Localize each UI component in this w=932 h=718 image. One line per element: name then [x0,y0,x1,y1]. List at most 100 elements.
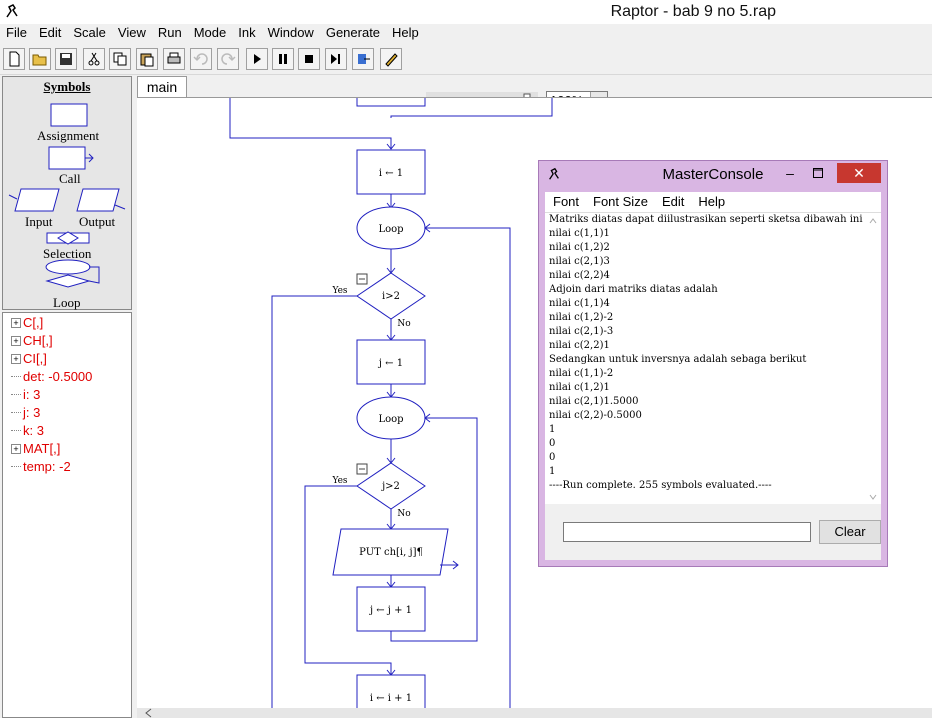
menu-view[interactable]: View [117,25,146,40]
variable-item[interactable]: det: -0.5000 [11,369,92,387]
assign-i-text: i ← 1 [379,168,403,179]
console-menu-help[interactable]: Help [698,194,726,209]
menu-help[interactable]: Help [392,25,419,40]
scroll-left-icon[interactable] [143,708,155,718]
symbols-panel: Symbols Assignment Call Input Output Sel… [2,76,132,310]
console-line: nilai c(1,2)2 [549,242,610,253]
stop-icon[interactable] [298,48,320,70]
variable-item[interactable]: +C[,] [11,315,43,333]
inc-i-block[interactable] [356,674,426,711]
undo-icon[interactable] [190,48,212,70]
redo-icon[interactable] [217,48,239,70]
no2-label: No [397,509,410,519]
tree-connector [11,376,21,377]
expand-icon[interactable]: + [11,318,21,328]
console-line: nilai c(2,2)-0.5000 [549,410,642,421]
raptor-app-icon [6,4,18,18]
play-icon[interactable] [246,48,268,70]
variable-item[interactable]: +CH[,] [11,333,53,351]
console-menu-bar: Font Font Size Edit Help [545,192,881,212]
console-menu-edit[interactable]: Edit [661,194,685,209]
expand-icon[interactable]: + [11,444,21,454]
title-bar: Raptor - bab 9 no 5.rap [0,0,932,24]
console-line: nilai c(1,1)-2 [549,368,614,379]
tab-bar: main [137,76,932,98]
assignment-symbol-icon[interactable] [50,103,88,127]
horizontal-scrollbar[interactable] [137,708,932,718]
menu-window[interactable]: Window [267,25,314,40]
console-command-input[interactable] [563,522,811,542]
save-icon[interactable] [55,48,77,70]
collapse2-icon[interactable] [356,463,368,475]
open-folder-icon[interactable] [29,48,51,70]
output-block[interactable] [332,528,449,576]
expand-icon[interactable]: + [11,354,21,364]
output-label: Output [79,214,116,229]
toolbar: 100% [0,44,932,112]
close-icon[interactable]: ✕ [837,163,881,183]
pen-ink-icon[interactable] [380,48,402,70]
cond2-text: j>2 [381,481,400,492]
menu-mode[interactable]: Mode [193,25,227,40]
minimize-icon[interactable]: – [786,165,794,181]
assign-j-block[interactable] [356,339,426,385]
console-line: nilai c(1,1)4 [549,298,610,309]
console-menu-font-size[interactable]: Font Size [593,194,648,209]
breakpoint-icon[interactable] [352,48,374,70]
expand-icon[interactable]: + [11,336,21,346]
input-symbol-icon[interactable] [14,188,60,212]
console-line: nilai c(2,2)4 [549,270,610,281]
maximize-icon[interactable] [807,163,829,183]
console-line: 0 [549,438,556,449]
loop-label: Loop [53,295,81,310]
output-text: PUT ch[i, j]¶ [359,547,423,558]
variable-item[interactable]: +MAT[,] [11,441,60,459]
pause-icon[interactable] [272,48,294,70]
output-symbol-icon[interactable] [76,188,120,212]
menu-edit[interactable]: Edit [38,25,62,40]
variable-item[interactable]: j: 3 [11,405,40,423]
call-symbol-icon[interactable] [48,146,86,170]
variable-text: C[,] [23,315,44,330]
menu-file[interactable]: File [6,25,27,40]
console-line: 0 [549,452,556,463]
menu-ink[interactable]: Ink [238,25,256,40]
assign-i-block[interactable] [356,149,426,195]
console-line: nilai c(2,2)1 [549,340,610,351]
variable-item[interactable]: i: 3 [11,387,40,405]
loop-symbol-icon[interactable] [45,259,91,275]
console-input-area: Clear [545,504,881,560]
collapse1-icon[interactable] [356,273,368,285]
console-line: Sedangkan untuk inversnya adalah sebaga … [549,354,807,365]
console-line: nilai c(2,1)3 [549,256,610,267]
inc-j-block[interactable] [356,586,426,632]
console-output[interactable]: Matriks diatas dapat diilustrasikan sepe… [545,212,881,505]
inc-i-text: i ← i + 1 [370,693,412,704]
variable-text: CH[,] [23,333,53,348]
console-menu-font[interactable]: Font [553,194,580,209]
variable-text: k: 3 [23,423,44,438]
cut-icon[interactable] [83,48,105,70]
variable-item[interactable]: +CI[,] [11,351,47,369]
copy-icon[interactable] [109,48,131,70]
tree-connector [11,466,21,467]
yes2-label: Yes [331,476,347,486]
variable-item[interactable]: temp: -2 [11,459,71,477]
menu-generate[interactable]: Generate [325,25,381,40]
print-icon[interactable] [163,48,185,70]
menu-run[interactable]: Run [157,25,182,40]
tab-main[interactable]: main [137,76,187,98]
step-icon[interactable] [325,48,347,70]
console-scrollbar[interactable] [865,213,881,505]
call-label: Call [59,171,81,186]
variable-item[interactable]: k: 3 [11,423,44,441]
clear-button[interactable]: Clear [819,520,881,544]
loop2-text: Loop [378,414,403,425]
console-line: nilai c(1,2)-2 [549,312,614,323]
paste-icon[interactable] [136,48,158,70]
new-file-icon[interactable] [3,48,25,70]
console-line: ----Run complete. 255 symbols evaluated.… [549,480,772,491]
menu-scale[interactable]: Scale [73,25,106,40]
yes1-label: Yes [331,286,347,296]
